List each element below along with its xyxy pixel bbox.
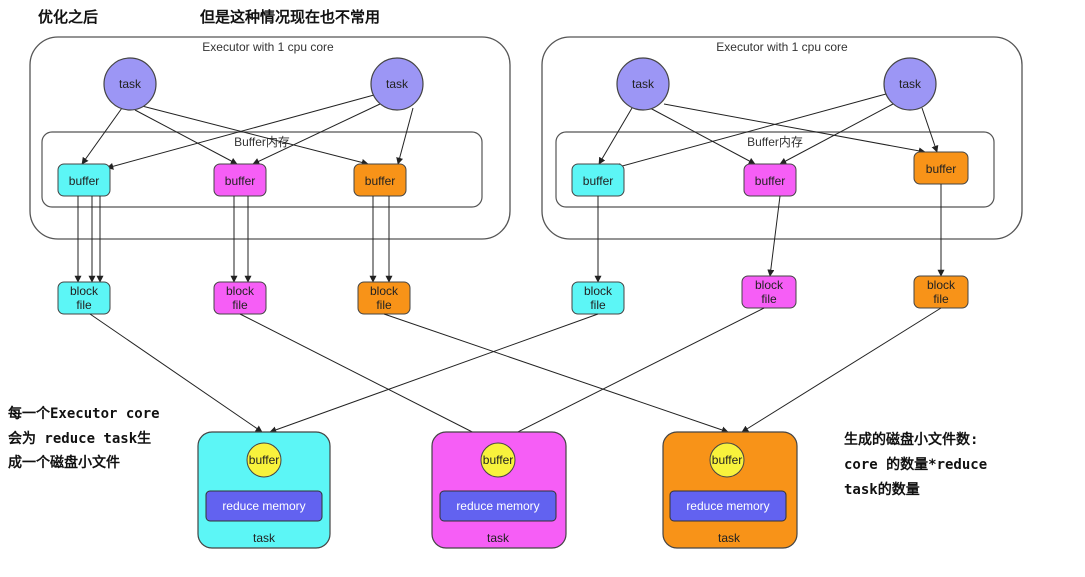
buffer-box-magenta (213, 163, 267, 197)
block-file-label: file (933, 292, 949, 306)
block-file-label: block (755, 278, 784, 292)
reduce-task-label: task (253, 531, 276, 545)
buffer-label: buffer (926, 162, 956, 176)
note-line: 会为 reduce task生 (8, 430, 151, 447)
reduce-task-orange: buffer reduce memory task (662, 431, 798, 549)
buffer-box-orange (353, 163, 407, 197)
executor-1: Executor with 1 cpu core Buffer内存 task t… (29, 36, 511, 240)
buffer-label: buffer (365, 174, 395, 188)
task-node (370, 57, 424, 111)
note-left: 每一个Executor core 会为 reduce task生 成一个磁盘小文… (8, 405, 160, 471)
reduce-buffer (246, 442, 282, 478)
note-line: core 的数量*reduce (844, 456, 987, 473)
title-center: 但是这种情况现在也不常用 (199, 8, 380, 26)
block-file-magenta (741, 275, 797, 309)
task-label: task (899, 77, 922, 91)
block-file-label: file (590, 298, 606, 312)
buffer-region-label: Buffer内存 (234, 135, 290, 149)
block-file-label: block (370, 284, 399, 298)
buffer-label: buffer (69, 174, 99, 188)
block-file-label: file (232, 298, 248, 312)
block-file-label: file (761, 292, 777, 306)
title-left: 优化之后 (38, 8, 98, 26)
executor-2: Executor with 1 cpu core Buffer内存 task t… (541, 36, 1023, 240)
reduce-task-label: task (487, 531, 510, 545)
buffer-box-cyan (57, 163, 111, 197)
reduce-memory (439, 490, 557, 522)
block-file-label: block (70, 284, 99, 298)
buffer-label: buffer (225, 174, 255, 188)
reduce-buffer-label: buffer (712, 453, 742, 467)
reduce-buffer (709, 442, 745, 478)
block-file-label: block (927, 278, 956, 292)
block-file-cyan (57, 281, 111, 315)
reduce-buffer-label: buffer (483, 453, 513, 467)
note-right: 生成的磁盘小文件数: core 的数量*reduce task的数量 (844, 431, 987, 498)
block-file-label: file (76, 298, 92, 312)
reduce-task-cyan: buffer reduce memory task (197, 431, 331, 549)
note-line: 每一个Executor core (8, 405, 160, 422)
executor-label: Executor with 1 cpu core (202, 40, 334, 54)
reduce-task-magenta: buffer reduce memory task (431, 431, 567, 549)
task-label: task (386, 77, 409, 91)
blockfile-to-reduce-arrows (89, 307, 942, 443)
task-label: task (119, 77, 142, 91)
task-node (103, 57, 157, 111)
reduce-memory-label: reduce memory (456, 499, 539, 513)
reduce-memory-label: reduce memory (686, 499, 769, 513)
block-file-label: file (376, 298, 392, 312)
buffer-box-magenta (743, 163, 797, 197)
note-line: 成一个磁盘小文件 (8, 454, 120, 471)
reduce-buffer-label: buffer (249, 453, 279, 467)
reduce-buffer (480, 442, 516, 478)
task-node (883, 57, 937, 111)
task-node (616, 57, 670, 111)
reduce-memory (669, 490, 787, 522)
block-file-label: block (584, 284, 613, 298)
block-files: block file block file block file block f… (57, 275, 969, 315)
buffer-label: buffer (755, 174, 785, 188)
reduce-memory-label: reduce memory (222, 499, 305, 513)
executor-label: Executor with 1 cpu core (716, 40, 848, 54)
block-file-label: block (226, 284, 255, 298)
reduce-task-label: task (718, 531, 741, 545)
reduce-memory (205, 490, 323, 522)
buffer-region-label: Buffer内存 (747, 135, 803, 149)
note-line: 生成的磁盘小文件数: (844, 431, 978, 448)
task-label: task (632, 77, 655, 91)
buffer-label: buffer (583, 174, 613, 188)
buffer-to-blockfile-arrows (74, 184, 945, 283)
note-line: task的数量 (844, 481, 920, 498)
